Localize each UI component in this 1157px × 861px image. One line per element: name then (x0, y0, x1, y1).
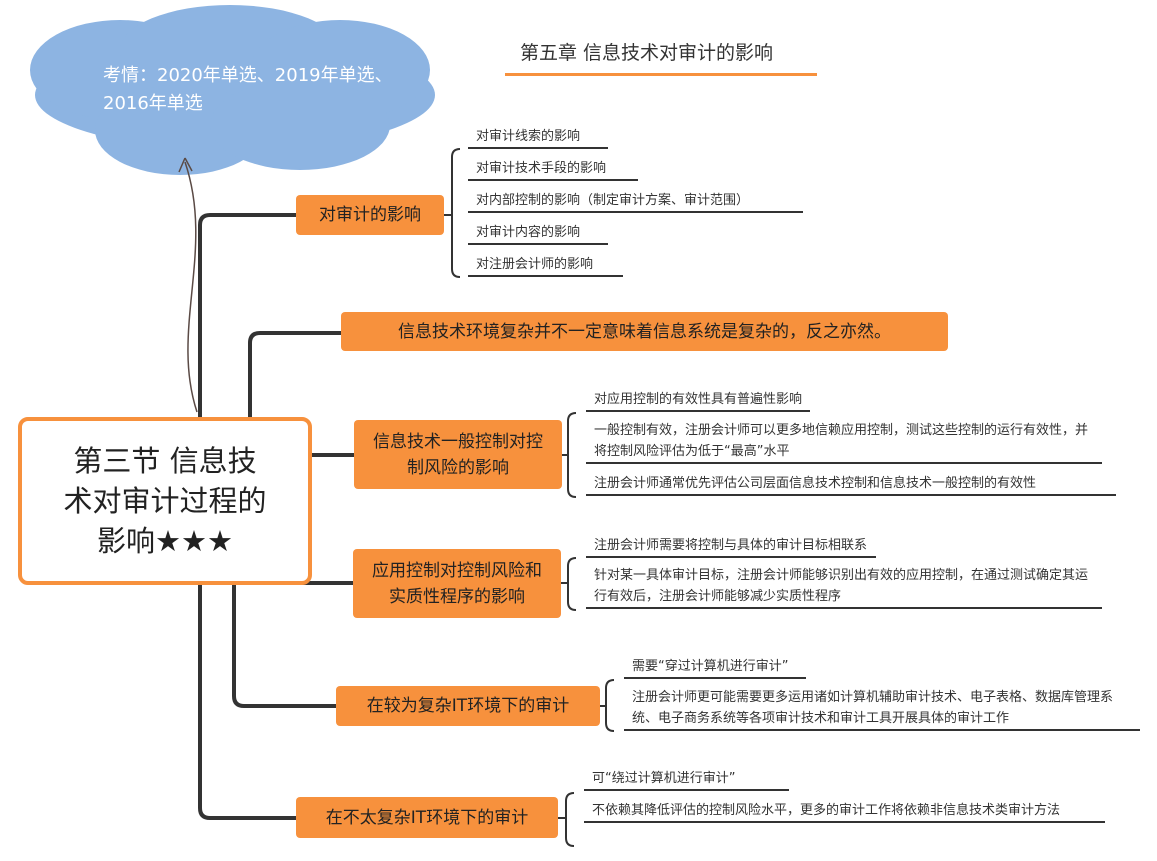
central-topic-label: 第三节 信息技术对审计过程的影响★★★ (63, 444, 267, 558)
leaf-item[interactable]: 对应用控制的有效性具有普遍性影响 (586, 389, 810, 412)
branch-general-controls[interactable]: 信息技术一般控制对控制风险的影响 (354, 420, 562, 489)
cloud-shape (30, 5, 435, 175)
leaf-item[interactable]: 针对某一具体审计目标，注册会计师能够识别出有效的应用控制，在通过测试确定其运行有… (586, 565, 1102, 609)
chapter-title: 第五章 信息技术对审计的影响 (520, 42, 774, 64)
branch-simple-it-audit[interactable]: 在不太复杂IT环境下的审计 (296, 797, 558, 838)
exam-info-cloud: 考情：2020年单选、2019年单选、2016年单选 (103, 65, 393, 114)
leaf-item[interactable]: 需要“穿过计算机进行审计” (624, 656, 806, 679)
leaf-item[interactable]: 不依赖其降低评估的控制风险水平，更多的审计工作将依赖非信息技术类审计方法 (584, 800, 1105, 823)
leaf-item[interactable]: 对审计内容的影响 (468, 222, 608, 245)
branch-complex-it-audit[interactable]: 在较为复杂IT环境下的审计 (336, 686, 600, 726)
leaf-item[interactable]: 对审计技术手段的影响 (468, 158, 638, 181)
branch-it-environment-complexity[interactable]: 信息技术环境复杂并不一定意味着信息系统是复杂的，反之亦然。 (341, 312, 948, 351)
leaf-item[interactable]: 对审计线索的影响 (468, 126, 608, 149)
leaf-item[interactable]: 可“绕过计算机进行审计” (584, 768, 789, 791)
branch-application-controls[interactable]: 应用控制对控制风险和实质性程序的影响 (353, 549, 561, 618)
leaf-item[interactable]: 注册会计师更可能需要更多运用诸如计算机辅助审计技术、电子表格、数据库管理系统、电… (624, 687, 1140, 731)
leaf-item[interactable]: 对注册会计师的影响 (468, 254, 623, 277)
leaf-item[interactable]: 一般控制有效，注册会计师可以更多地信赖应用控制，测试这些控制的运行有效性，并将控… (586, 420, 1102, 464)
leaf-item[interactable]: 对内部控制的影响（制定审计方案、审计范围） (468, 190, 803, 213)
central-topic[interactable]: 第三节 信息技术对审计过程的影响★★★ (18, 417, 312, 585)
branch-audit-impact[interactable]: 对审计的影响 (296, 195, 444, 235)
leaf-item[interactable]: 注册会计师通常优先评估公司层面信息技术控制和信息技术一般控制的有效性 (586, 473, 1116, 496)
title-underline (505, 73, 817, 76)
leaf-item[interactable]: 注册会计师需要将控制与具体的审计目标相联系 (586, 535, 876, 558)
